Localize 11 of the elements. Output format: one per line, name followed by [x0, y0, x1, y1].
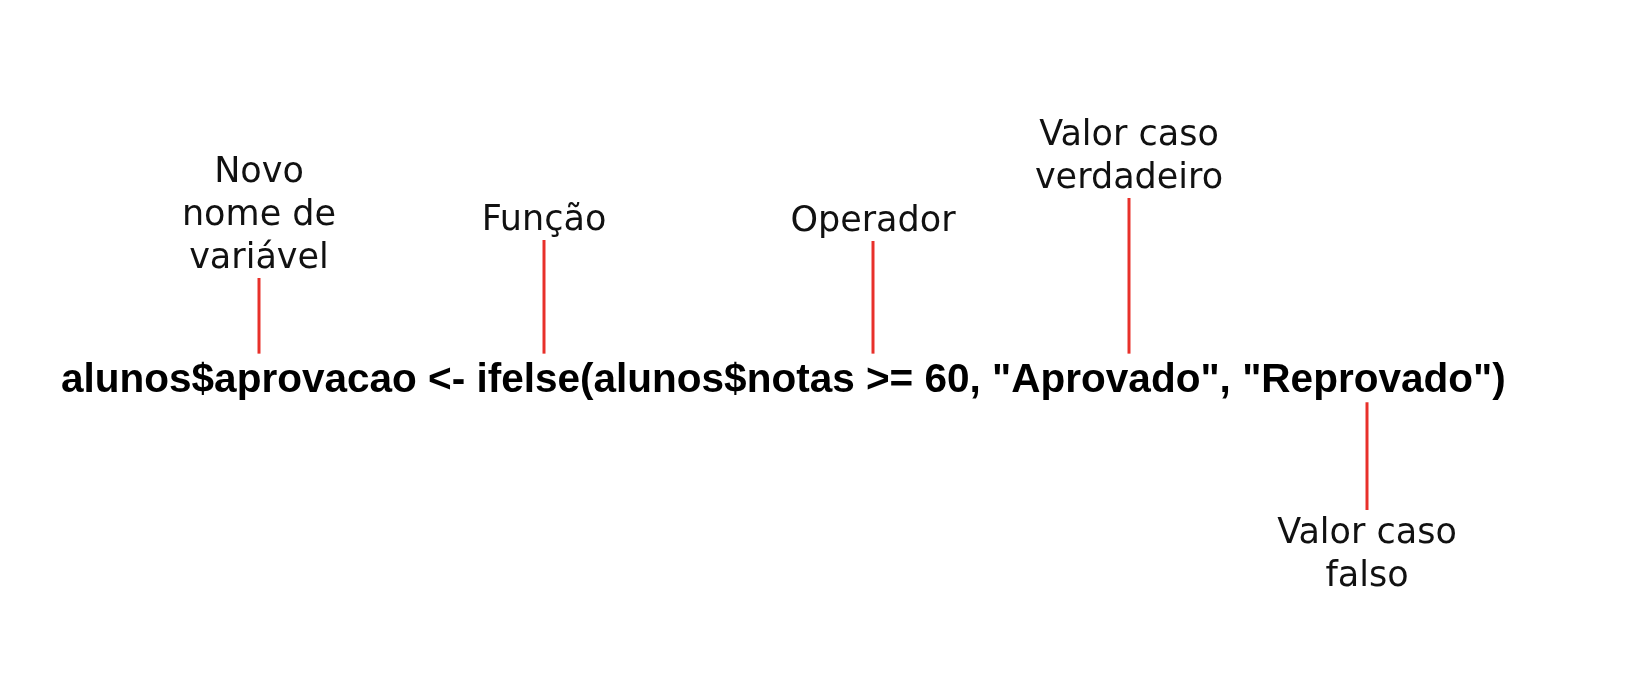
code-line: alunos$aprovacao <- ifelse(alunos$notas >= 60, "Aprovado", "Reprovado") [61, 353, 1506, 403]
leader-line [257, 278, 261, 354]
leader-line [1365, 402, 1369, 510]
leader-line [1127, 198, 1131, 354]
leader-line [871, 241, 875, 354]
callout-label: Função [481, 197, 607, 240]
callout-label: Operador [789, 198, 957, 241]
callout-label: Valor caso falso [1276, 510, 1458, 596]
callout-label: Novo nome de variável [181, 149, 337, 278]
leader-line [542, 240, 546, 354]
callout-label: Valor caso verdadeiro [1034, 112, 1224, 198]
